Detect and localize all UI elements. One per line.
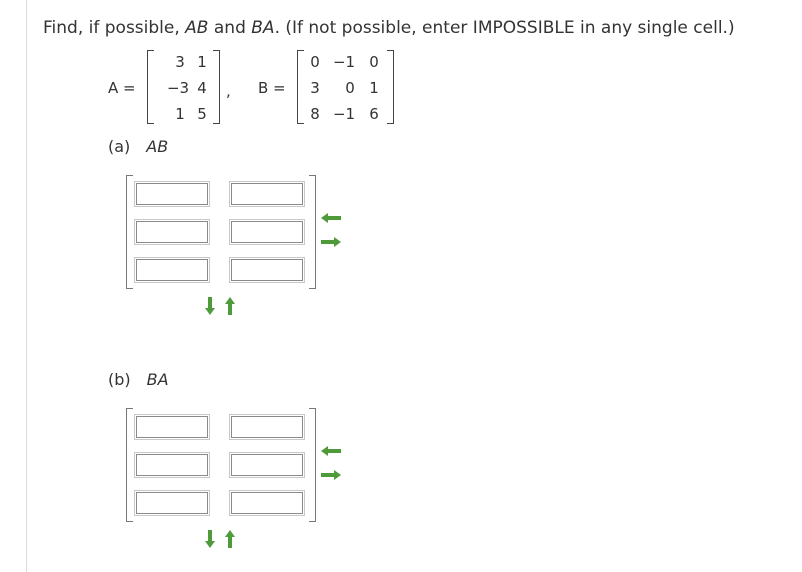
part-a-label: AB — [146, 137, 169, 156]
answer-b-cell-r1c2[interactable] — [231, 416, 303, 438]
arrow-down-icon[interactable] — [204, 296, 216, 316]
part-b-heading: (b) BA — [108, 370, 169, 389]
matrix-a-left-bracket — [147, 50, 154, 124]
matrix-b-cell: −1 — [332, 105, 356, 123]
answer-a-cell-r3c1[interactable] — [136, 259, 208, 281]
answer-a-cell-r2c2[interactable] — [231, 221, 303, 243]
matrix-a-right-bracket — [213, 50, 220, 124]
answer-a-left-bracket — [126, 175, 133, 289]
matrix-a-cell: 1 — [175, 105, 185, 123]
matrix-a-cell: 3 — [175, 53, 185, 71]
prompt-text-prefix: Find, if possible, — [43, 18, 186, 38]
answer-b-cell-r3c1[interactable] — [136, 492, 208, 514]
matrix-b-right-bracket — [387, 50, 394, 124]
answer-b-cell-r2c2[interactable] — [231, 454, 303, 476]
prompt-text-suffix: . (If not possible, enter IMPOSSIBLE in … — [274, 18, 735, 38]
arrow-right-icon[interactable] — [320, 236, 342, 248]
arrow-left-icon[interactable] — [320, 212, 342, 224]
answer-b-cell-r3c2[interactable] — [231, 492, 303, 514]
part-b-label: BA — [146, 370, 169, 389]
matrix-a-cell: 5 — [197, 105, 207, 123]
answer-a-cell-r1c2[interactable] — [231, 183, 303, 205]
arrow-down-icon[interactable] — [204, 529, 216, 549]
prompt-ab: AB — [185, 18, 209, 38]
matrix-b-cell: 8 — [310, 105, 320, 123]
answer-a-right-bracket — [309, 175, 316, 289]
answer-b-cell-r2c1[interactable] — [136, 454, 208, 476]
matrix-b-cell: −1 — [332, 53, 356, 71]
answer-b-cell-r1c1[interactable] — [136, 416, 208, 438]
matrix-a-cell: 4 — [197, 79, 207, 97]
arrow-up-icon[interactable] — [224, 529, 236, 549]
arrow-right-icon[interactable] — [320, 469, 342, 481]
comma: , — [226, 82, 231, 100]
part-a-heading: (a) AB — [108, 137, 168, 156]
answer-a-cell-r2c1[interactable] — [136, 221, 208, 243]
answer-b-left-bracket — [126, 408, 133, 522]
matrix-b-cell: 0 — [345, 79, 355, 97]
matrix-a-cell: −3 — [166, 79, 190, 97]
matrix-b-cell: 1 — [369, 79, 379, 97]
matrix-b-cell: 3 — [310, 79, 320, 97]
left-border-rule — [26, 0, 27, 572]
matrix-b-cell: 0 — [310, 53, 320, 71]
question-prompt: Find, if possible, AB and BA. (If not po… — [43, 18, 735, 38]
matrix-b-label: B = — [258, 79, 286, 97]
answer-b-right-bracket — [309, 408, 316, 522]
answer-a-cell-r3c2[interactable] — [231, 259, 303, 281]
matrix-a-label: A = — [108, 79, 136, 97]
arrow-left-icon[interactable] — [320, 445, 342, 457]
prompt-ba: BA — [251, 18, 275, 38]
prompt-text-and: and — [208, 18, 252, 38]
matrix-b-cell: 6 — [369, 105, 379, 123]
matrix-b-cell: 0 — [369, 53, 379, 71]
part-a-letter: (a) — [108, 137, 131, 156]
arrow-up-icon[interactable] — [224, 296, 236, 316]
matrix-b-left-bracket — [297, 50, 304, 124]
part-b-letter: (b) — [108, 370, 131, 389]
answer-a-cell-r1c1[interactable] — [136, 183, 208, 205]
matrix-a-cell: 1 — [197, 53, 207, 71]
